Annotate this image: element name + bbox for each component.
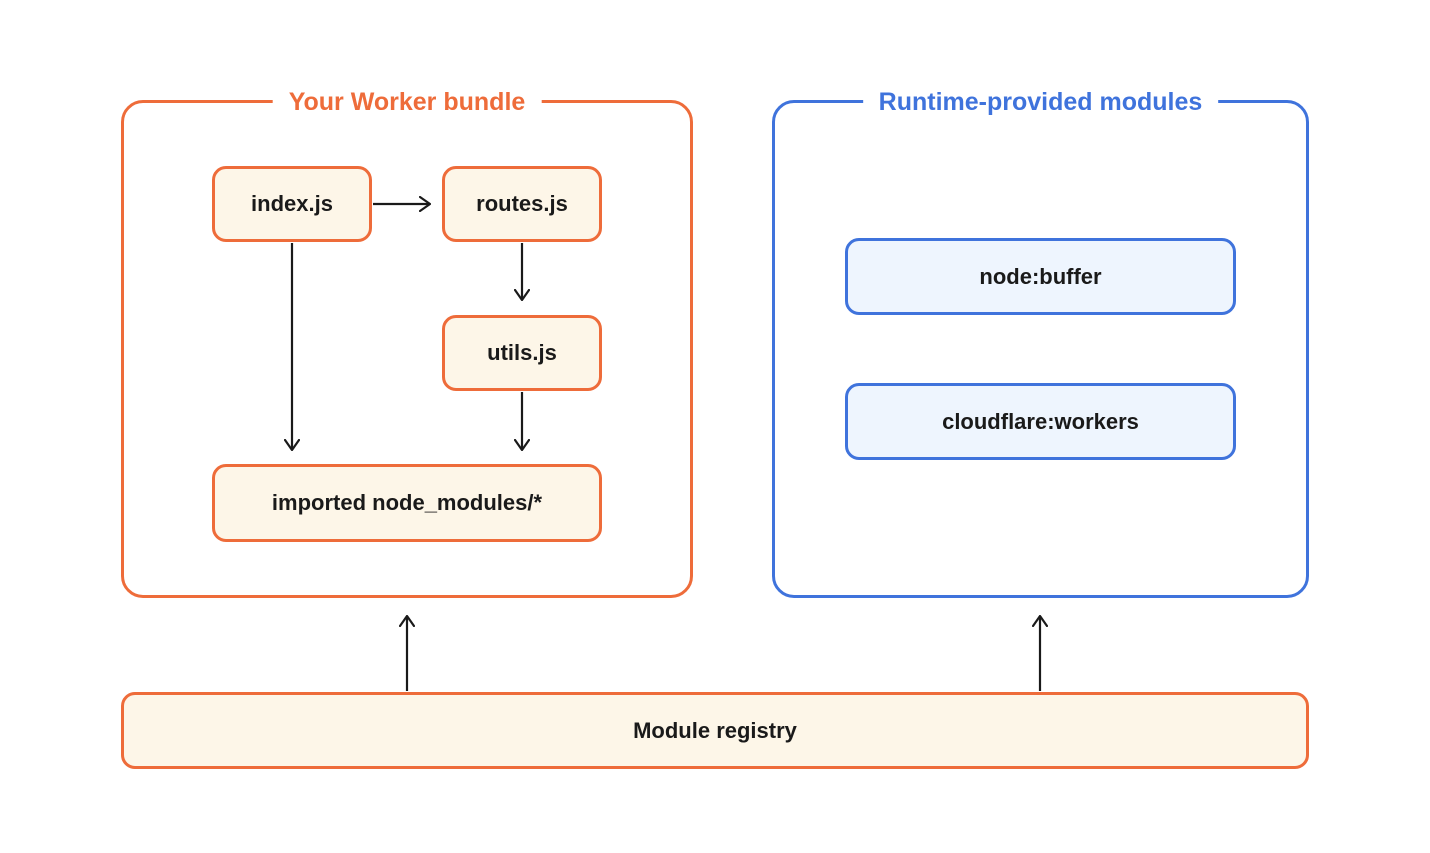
- module-registry-node: Module registry: [121, 692, 1309, 769]
- utils-js-node: utils.js: [442, 315, 602, 391]
- node-modules-label: imported node_modules/*: [271, 490, 543, 515]
- worker-bundle-group: Your Worker bundle: [121, 87, 693, 598]
- index-js-node: index.js: [212, 166, 372, 242]
- module-registry-label: Module registry: [633, 717, 797, 743]
- utils-js-label: utils.js: [487, 340, 557, 365]
- cloudflare-workers-node: cloudflare:workers: [845, 383, 1236, 460]
- routes-js-node: routes.js: [442, 166, 602, 242]
- cloudflare-workers-label: cloudflare:workers: [942, 408, 1139, 434]
- routes-js-label: routes.js: [476, 191, 568, 216]
- runtime-modules-group: Runtime-provided modules: [772, 87, 1309, 598]
- node-modules-node: imported node_modules/*: [212, 464, 602, 542]
- index-js-label: index.js: [251, 191, 333, 216]
- runtime-modules-title: Runtime-provided modules: [862, 87, 1219, 117]
- node-buffer-label: node:buffer: [979, 263, 1102, 289]
- node-buffer-node: node:buffer: [845, 238, 1236, 315]
- worker-bundle-title: Your Worker bundle: [272, 87, 542, 117]
